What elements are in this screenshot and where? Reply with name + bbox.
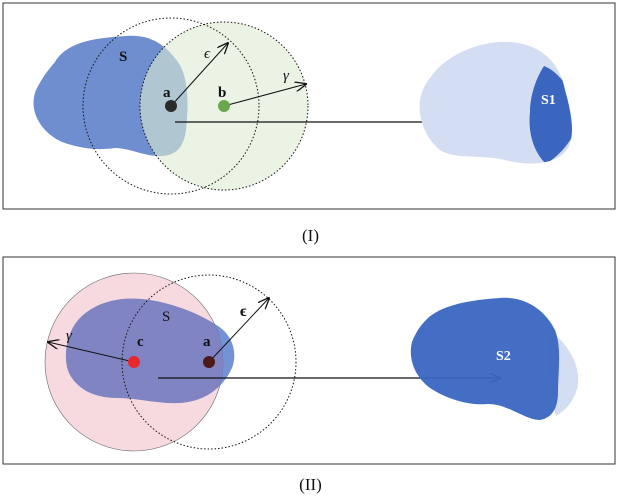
- panel-1: S a b ϵ γ S1: [2, 2, 616, 210]
- point-b: [218, 100, 230, 112]
- point-b-label: b: [218, 85, 226, 101]
- epsilon-ball-a: [82, 17, 260, 195]
- result-s1-label: S1: [541, 93, 556, 108]
- point-a-label-2: a: [203, 334, 211, 350]
- point-c: [128, 356, 140, 368]
- panel-1-frame: [2, 2, 616, 210]
- set-s-label-2: S: [162, 309, 170, 325]
- epsilon-ball-a-2: [121, 274, 297, 450]
- set-s-label: S: [119, 49, 127, 65]
- panel-2-caption: (II): [299, 475, 322, 494]
- point-c-label: c: [137, 334, 144, 350]
- result-s2-shape: [410, 297, 560, 420]
- point-a-label: a: [163, 85, 171, 101]
- epsilon-label: ϵ: [204, 46, 211, 62]
- gamma-radius-arrow: [223, 84, 306, 107]
- point-a: [165, 100, 177, 112]
- gamma-radius-arrow-2: [48, 342, 135, 363]
- epsilon-label-2: ϵ: [240, 303, 247, 320]
- result-s2-label: S2: [496, 349, 511, 364]
- gamma-label-2: γ: [66, 328, 73, 344]
- point-a-2: [203, 356, 215, 368]
- result-s1-region: [529, 66, 572, 164]
- epsilon-radius-arrow: [170, 43, 228, 107]
- panel-1-caption: (I): [302, 226, 319, 245]
- gamma-label: γ: [283, 68, 290, 84]
- panel-2: S c a ϵ γ S2: [2, 256, 616, 465]
- set-s-overlap-2: [65, 298, 223, 404]
- epsilon-radius-arrow-2: [208, 298, 269, 363]
- panel-2-frame: [2, 256, 616, 465]
